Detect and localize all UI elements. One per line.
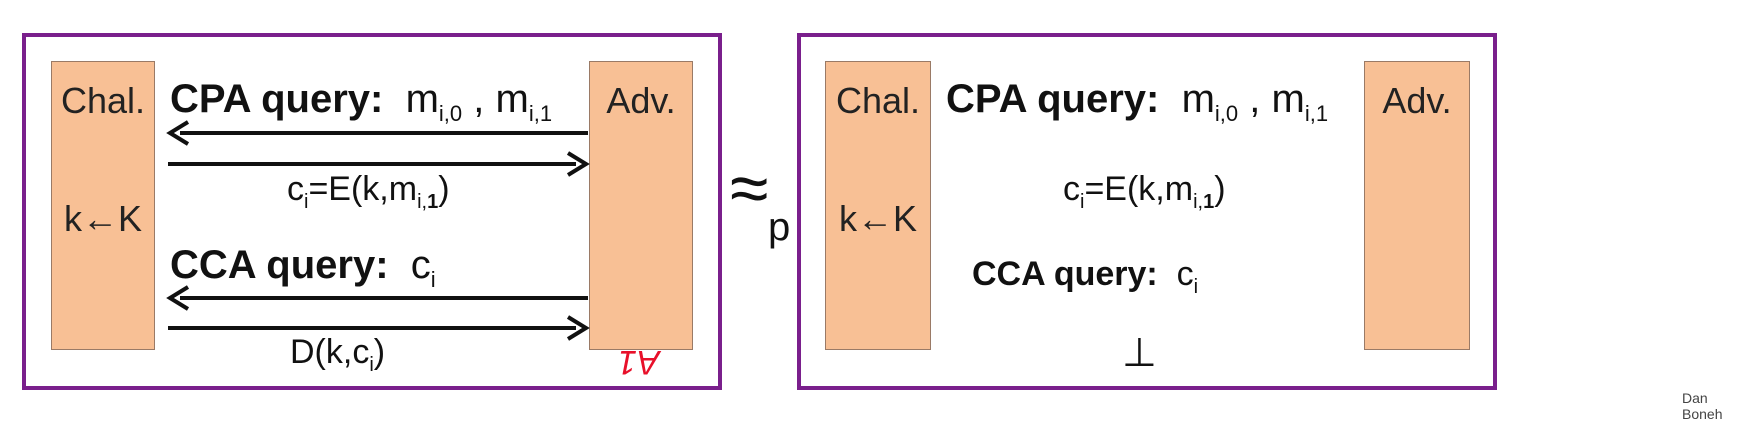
key-gen-label: k←K: [838, 198, 917, 239]
cca-c: c: [1176, 255, 1194, 293]
reply-mid: =E(k,m: [1084, 170, 1194, 208]
challenger-label: Chal.: [60, 80, 146, 121]
reply-sub2-text: i,: [417, 190, 428, 213]
left-cpa-reply: ci=E(k,mi,1): [287, 170, 450, 214]
reply-end: ): [438, 170, 450, 208]
right-cpa-reply: ci=E(k,mi,1): [1063, 170, 1226, 214]
cca-query-label: CCA query:: [170, 243, 389, 287]
right-cca-reply-bottom: ⊥: [1122, 331, 1157, 375]
right-challenger-box: Chal. k←K: [825, 61, 931, 350]
cpa-query-label: CPA query:: [946, 77, 1160, 121]
approx-symbol: ≈: [730, 149, 769, 227]
msg-m: m: [405, 77, 439, 121]
cca-reply-pre: D(k,c: [290, 333, 370, 371]
cpa-query-label: CPA query:: [170, 77, 384, 121]
msg-sub: i,0: [1214, 101, 1239, 126]
right-adversary-box: Adv.: [1364, 61, 1470, 350]
reply-sub2-text: i,: [1193, 190, 1204, 213]
left-cca-query: CCA query: ci: [170, 243, 436, 293]
reply-sub: i: [1080, 190, 1085, 213]
reply-sub: i: [304, 190, 309, 213]
left-adversary-box: Adv.: [589, 61, 693, 350]
adversary-label: Adv.: [1382, 80, 1452, 121]
msg-sub: i,1: [528, 101, 553, 126]
cca-reply-sub: i: [369, 353, 374, 376]
credit-text: Dan Boneh: [1682, 390, 1723, 422]
reply-sub2: i,1: [1193, 191, 1214, 213]
key-gen-label: k←K: [63, 198, 142, 239]
reply-c: c: [287, 170, 304, 208]
challenger-label: Chal.: [835, 80, 921, 121]
reply-bold: 1: [427, 190, 439, 213]
cca-c: c: [410, 243, 431, 287]
reply-mid: =E(k,m: [308, 170, 418, 208]
reply-end: ): [1214, 170, 1226, 208]
approx-subscript: p: [768, 205, 791, 249]
left-cca-reply: D(k,ci): [290, 333, 385, 377]
msg-m: m: [1181, 77, 1215, 121]
msg-sub: i,1: [1304, 101, 1329, 126]
handwritten-annotation: A1: [618, 343, 660, 381]
left-cpa-query: CPA query: mi,0 , mi,1: [170, 77, 552, 127]
msg-m: m: [495, 77, 529, 121]
cca-query-label: CCA query:: [972, 255, 1158, 293]
adversary-label: Adv.: [606, 80, 676, 121]
reply-sub2: i,1: [417, 191, 438, 213]
right-cca-query: CCA query: ci: [972, 255, 1198, 299]
msg-comma: ,: [462, 77, 496, 121]
reply-bold: 1: [1203, 190, 1215, 213]
msg-sub: i,0: [438, 101, 463, 126]
right-cpa-query: CPA query: mi,0 , mi,1: [946, 77, 1328, 127]
cca-reply-end: ): [373, 333, 386, 371]
reply-c: c: [1063, 170, 1080, 208]
cca-sub: i: [430, 267, 436, 292]
left-challenger-box: Chal. k←K: [51, 61, 155, 350]
msg-m: m: [1271, 77, 1305, 121]
msg-comma: ,: [1238, 77, 1272, 121]
cca-sub: i: [1193, 275, 1199, 298]
